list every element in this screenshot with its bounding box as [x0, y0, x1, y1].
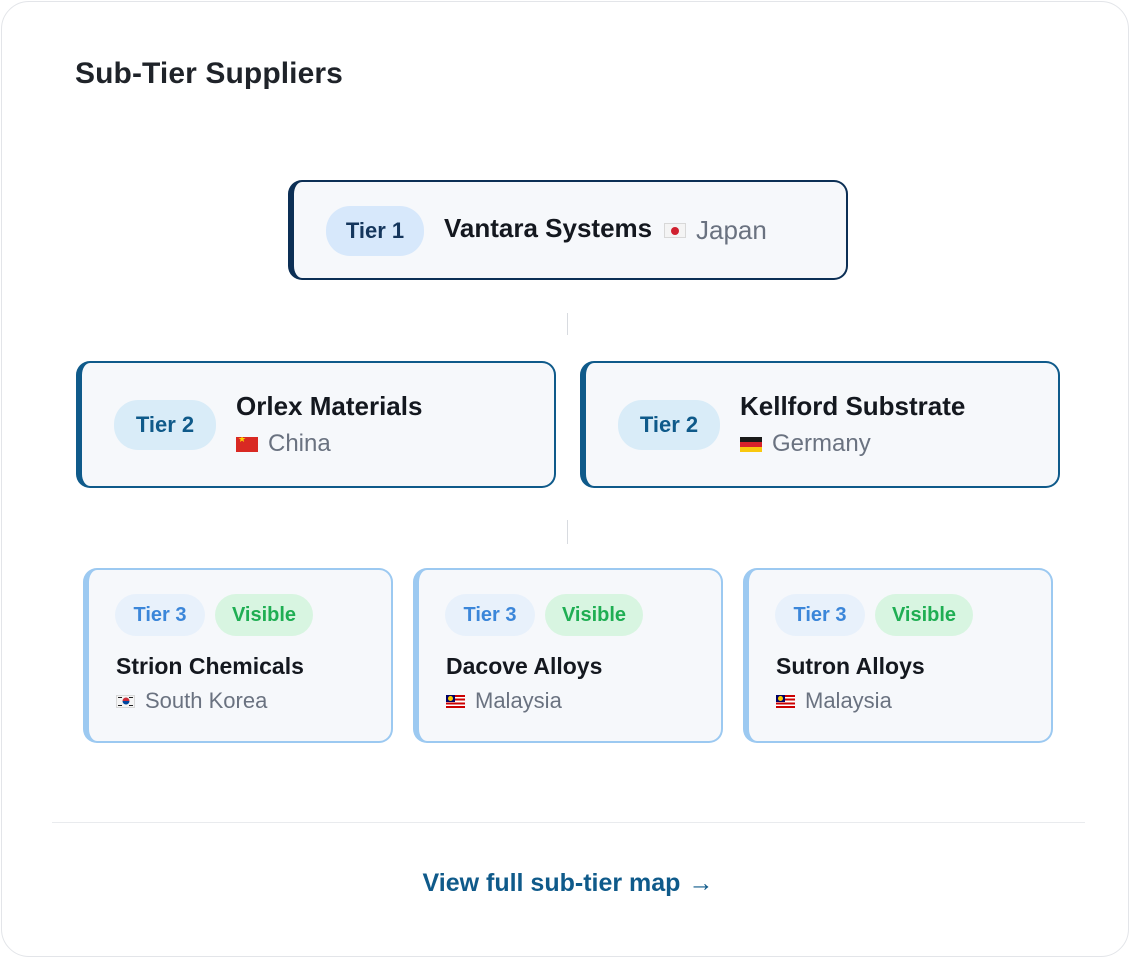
tier3-supplier-node[interactable]: Tier 3 Visible Strion Chemicals South Ko… [83, 568, 393, 743]
country-label: Malaysia [805, 688, 892, 713]
supplier-name: Sutron Alloys [776, 653, 925, 679]
visibility-badge: Visible [215, 594, 313, 636]
tier-badge: Tier 3 [115, 594, 205, 636]
tier1-supplier-node[interactable]: Tier 1 Vantara Systems Japan [288, 180, 848, 280]
link-label[interactable]: View full sub-tier map [422, 869, 681, 897]
south-korea-flag-icon [116, 694, 135, 708]
supplier-location: Malaysia [776, 688, 892, 714]
tier-badge: Tier 3 [775, 594, 865, 636]
supplier-location: Japan [664, 215, 767, 246]
tier-badge: Tier 2 [618, 400, 720, 450]
footer-divider [52, 822, 1085, 823]
tier3-supplier-node[interactable]: Tier 3 Visible Dacove Alloys Malaysia [413, 568, 723, 743]
supplier-location: China [236, 430, 331, 458]
tier-badge: Tier 1 [326, 206, 424, 256]
country-label: Germany [772, 430, 871, 457]
supplier-location: Germany [740, 430, 871, 458]
supplier-name: Vantara Systems [444, 213, 653, 243]
tier2-supplier-node[interactable]: Tier 2 Kellford Substrate Germany [580, 361, 1060, 488]
tree-connector [567, 520, 568, 544]
supplier-name: Orlex Materials [236, 391, 423, 421]
country-label: South Korea [145, 688, 268, 713]
view-full-map-link[interactable]: View full sub-tier map→ [2, 869, 1132, 898]
japan-flag-icon [664, 223, 686, 238]
visibility-badge: Visible [545, 594, 643, 636]
country-label: Malaysia [475, 688, 562, 713]
country-label: Japan [696, 215, 767, 245]
visibility-badge: Visible [875, 594, 973, 636]
tier-badge: Tier 3 [445, 594, 535, 636]
tier2-supplier-node[interactable]: Tier 2 Orlex Materials China [76, 361, 556, 488]
supplier-name: Strion Chemicals [116, 653, 304, 679]
arrow-right-icon: → [688, 869, 714, 897]
malaysia-flag-icon [776, 694, 795, 708]
supplier-location: South Korea [116, 688, 267, 714]
card-title: Sub-Tier Suppliers [75, 57, 343, 90]
tier3-supplier-node[interactable]: Tier 3 Visible Sutron Alloys Malaysia [743, 568, 1053, 743]
country-label: China [268, 430, 331, 457]
supplier-name: Kellford Substrate [740, 391, 966, 421]
germany-flag-icon [740, 436, 762, 452]
supplier-name: Dacove Alloys [446, 653, 603, 679]
china-flag-icon [236, 436, 258, 452]
tier-badge: Tier 2 [114, 400, 216, 450]
tree-connector [567, 313, 568, 335]
malaysia-flag-icon [446, 694, 465, 708]
supplier-location: Malaysia [446, 688, 562, 714]
